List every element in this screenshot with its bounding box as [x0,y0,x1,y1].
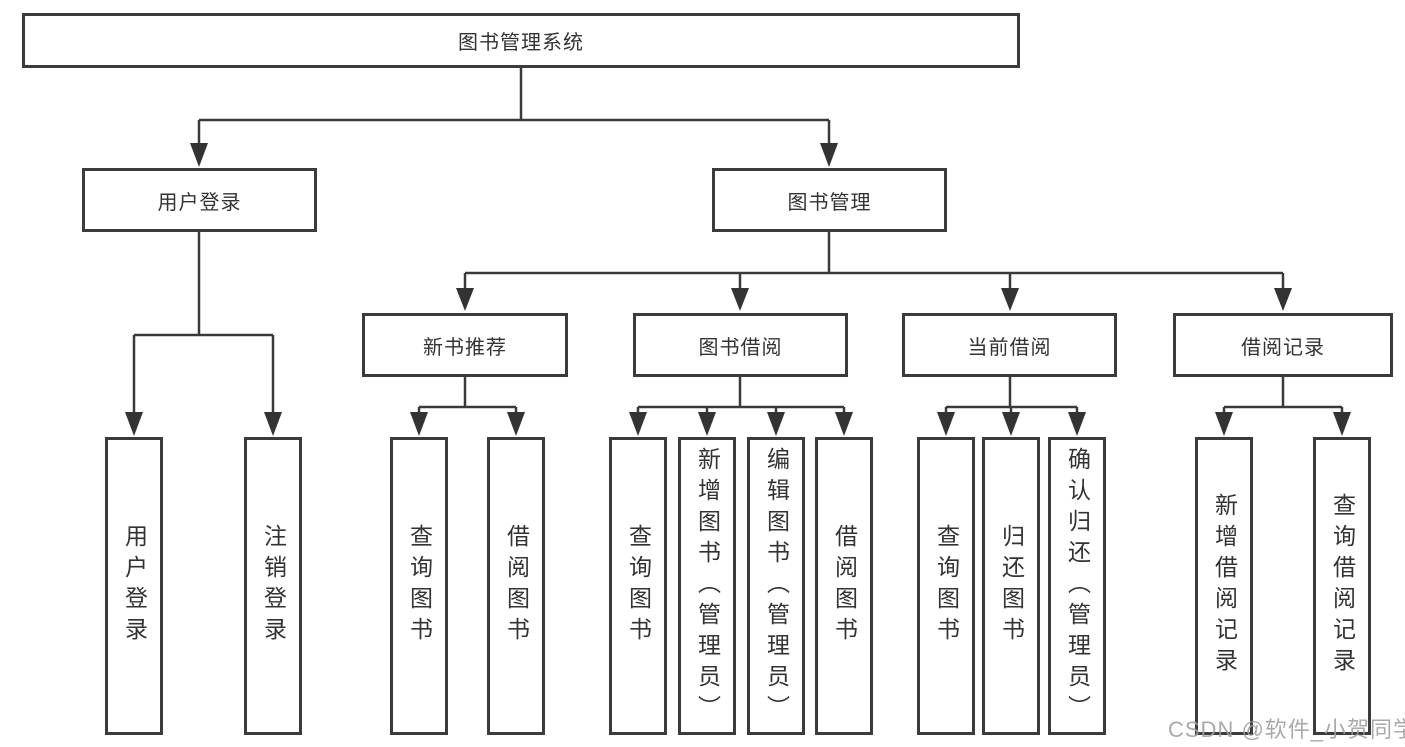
leaf-borrow-books: 借阅图书 [815,437,873,735]
connector-newbook-to-leaves [417,377,518,414]
connector-borrowrecords-to-leaves [1222,377,1344,414]
leaf-return-books-label: 归还图书 [998,524,1025,648]
leaf-query-books-borrow: 查询图书 [609,437,667,735]
leaf-return-books: 归还图书 [982,437,1040,735]
leaf-logout-label: 注销登录 [260,524,287,648]
leaf-query-books-recommend: 查询图书 [390,437,448,735]
leaf-query-books-borrow-label: 查询图书 [625,524,652,648]
node-user-login: 用户登录 [82,168,317,232]
leaf-confirm-return-admin: 确认归还（管理员） [1048,437,1106,735]
leaf-add-book-admin-label: 新增图书（管理员） [694,446,721,726]
node-book-management-label: 图书管理 [787,191,872,214]
leaf-query-books-current: 查询图书 [917,437,975,735]
leaf-query-borrow-record: 查询借阅记录 [1313,437,1371,735]
node-root: 图书管理系统 [22,13,1020,68]
leaf-query-books-recommend-label: 查询图书 [406,524,433,648]
leaf-user-login: 用户登录 [105,437,163,735]
leaf-add-borrow-record: 新增借阅记录 [1195,437,1253,735]
leaf-query-borrow-record-label: 查询借阅记录 [1329,493,1356,679]
leaf-add-borrow-record-label: 新增借阅记录 [1211,493,1238,679]
node-book-borrow-label: 图书借阅 [698,336,783,359]
node-user-login-label: 用户登录 [157,191,242,214]
connector-bookborrow-to-leaves [636,377,846,414]
watermark: CSDN @软件_小贺同学 [1168,717,1405,742]
connector-userlogin-to-leaves [132,232,275,414]
node-borrow-records: 借阅记录 [1173,313,1393,377]
connector-root-to-level2 [197,68,831,146]
leaf-borrow-books-recommend: 借阅图书 [487,437,545,735]
node-new-book-recommend-label: 新书推荐 [423,336,507,359]
leaf-borrow-books-label: 借阅图书 [831,524,858,648]
leaf-query-books-current-label: 查询图书 [933,524,960,648]
node-borrow-records-label: 借阅记录 [1241,336,1325,359]
leaf-confirm-return-admin-label: 确认归还（管理员） [1064,446,1091,726]
node-current-borrow-label: 当前借阅 [967,336,1052,359]
node-root-label: 图书管理系统 [458,32,584,54]
node-book-management: 图书管理 [712,168,947,232]
node-book-borrow: 图书借阅 [633,313,848,377]
node-new-book-recommend: 新书推荐 [362,313,568,377]
connector-currentborrow-to-leaves [944,377,1079,414]
leaf-user-login-label: 用户登录 [121,524,148,648]
leaf-edit-book-admin: 编辑图书（管理员） [747,437,805,735]
leaf-edit-book-admin-label: 编辑图书（管理员） [763,446,790,726]
leaf-borrow-books-recommend-label: 借阅图书 [503,524,530,648]
leaf-logout: 注销登录 [244,437,302,735]
connector-bookmgmt-to-level3 [463,232,1285,292]
leaf-add-book-admin: 新增图书（管理员） [678,437,736,735]
node-current-borrow: 当前借阅 [902,313,1117,377]
